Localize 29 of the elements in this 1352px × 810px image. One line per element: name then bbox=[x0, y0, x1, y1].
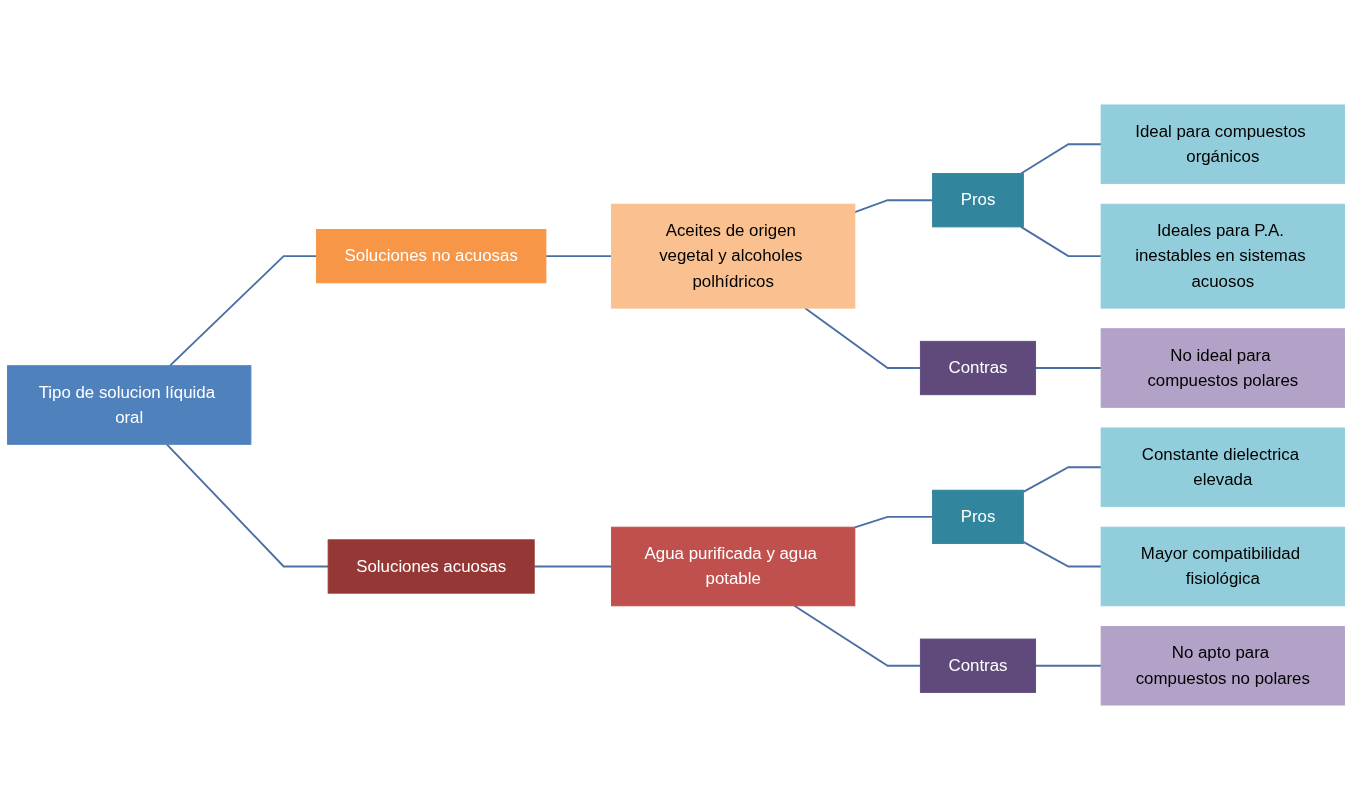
connector bbox=[853, 515, 934, 529]
node-box: Contras bbox=[919, 638, 1037, 693]
node-box: Constante dielectrica elevada bbox=[1100, 427, 1345, 508]
node-box: Tipo de solucion líquida oral bbox=[7, 365, 252, 445]
connector bbox=[803, 307, 922, 369]
connector bbox=[533, 565, 613, 568]
node-box: Ideales para P.A. inestables en sistemas acuosos bbox=[1100, 203, 1345, 309]
connector bbox=[793, 604, 922, 667]
node-box: Soluciones no acuosas bbox=[315, 229, 547, 284]
connector bbox=[165, 443, 330, 568]
node-box: Soluciones acuosas bbox=[327, 539, 535, 594]
node-box: Ideal para compuestos orgánicos bbox=[1100, 104, 1345, 185]
connector bbox=[544, 255, 613, 258]
node-box: Pros bbox=[932, 489, 1024, 545]
connector bbox=[169, 255, 318, 367]
node-box: Pros bbox=[932, 173, 1024, 228]
node-box: Aceites de origen vegetal y alcoholes polhídricos bbox=[611, 203, 856, 309]
node-box: Contras bbox=[919, 340, 1037, 396]
connector bbox=[1034, 664, 1103, 667]
connector bbox=[1020, 143, 1103, 175]
connector bbox=[853, 199, 934, 213]
node-box: No ideal para compuestos polares bbox=[1100, 328, 1345, 408]
connector bbox=[1034, 367, 1103, 369]
connector bbox=[1020, 225, 1103, 258]
node-box: No apto para compuestos no polares bbox=[1100, 625, 1345, 706]
connector bbox=[1022, 540, 1103, 568]
connector bbox=[1022, 466, 1103, 493]
node-box: Mayor compatibilidad fisiológica bbox=[1100, 526, 1345, 607]
node-box: Agua purificada y agua potable bbox=[611, 526, 856, 607]
